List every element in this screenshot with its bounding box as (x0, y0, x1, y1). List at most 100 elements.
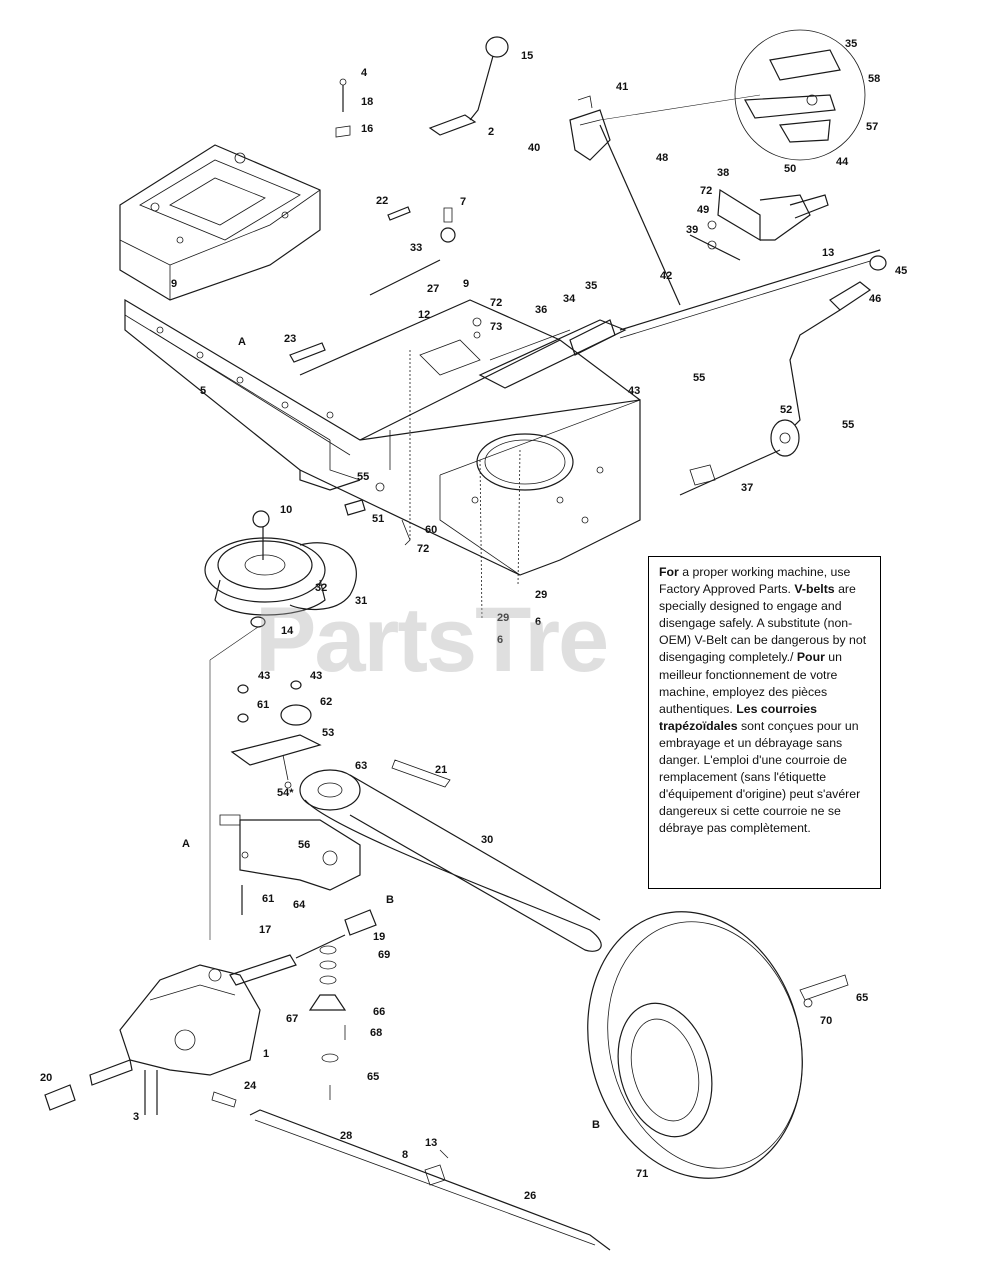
pedal-assembly (619, 188, 881, 339)
callout-34: 34 (563, 293, 576, 305)
notice-en-1: a proper working machine, use Factory Ap… (659, 565, 851, 597)
callout-6b: 6 (497, 634, 503, 646)
callout-32: 32 (315, 582, 327, 594)
callout-58: 58 (868, 73, 880, 85)
callout-37: 37 (741, 482, 753, 494)
callout-33: 33 (410, 242, 422, 254)
callout-66: 66 (373, 1006, 385, 1018)
callout-67: 67 (286, 1013, 298, 1025)
pedal-lever (679, 419, 800, 496)
callout-2: 2 (488, 126, 494, 138)
callout-48: 48 (656, 152, 668, 164)
callout-62: 62 (320, 696, 332, 708)
callout-68: 68 (370, 1027, 382, 1039)
rear-wheel (587, 911, 849, 1179)
callout-18: 18 (361, 96, 373, 108)
callout-13b: 13 (425, 1137, 437, 1149)
idler-group (230, 680, 322, 789)
callout-19: 19 (373, 931, 385, 943)
callout-72b: 72 (490, 297, 502, 309)
callout-3: 3 (133, 1111, 139, 1123)
shift-rods (249, 1109, 611, 1251)
rod-29a (479, 459, 483, 621)
notice-fr-2: sont conçues pour un embrayage et un déb… (659, 718, 861, 836)
callout-43c: 43 (310, 670, 322, 682)
callout-64: 64 (293, 899, 306, 911)
callout-61a: 61 (257, 699, 269, 711)
callout-55c: 55 (357, 471, 369, 483)
callout-60: 60 (425, 524, 437, 536)
callout-28: 28 (340, 1130, 352, 1142)
rod-48 (599, 124, 681, 306)
callout-45: 45 (895, 265, 907, 277)
callout-20: 20 (40, 1072, 52, 1084)
callout-27: 27 (427, 283, 439, 295)
notice-en-bold-2: V-belts (794, 582, 835, 597)
callout-24: 24 (244, 1080, 257, 1092)
notice-en-bold-1: For (659, 565, 679, 579)
callout-70: 70 (820, 1015, 832, 1027)
callout-9b: 9 (463, 278, 469, 290)
brake-bracket (569, 94, 761, 161)
pulley-group (204, 510, 357, 940)
callout-44: 44 (836, 156, 849, 168)
bracket-64 (219, 814, 361, 915)
callouts: 15 4 18 16 2 41 40 35 58 57 44 48 38 50 … (40, 38, 907, 1202)
callout-23: 23 (284, 333, 296, 345)
callout-71: 71 (636, 1168, 648, 1180)
callout-65a: 65 (367, 1071, 379, 1083)
drive-belt (299, 759, 602, 952)
callout-17: 17 (259, 924, 271, 936)
callout-30: 30 (481, 834, 493, 846)
callout-42: 42 (660, 270, 672, 282)
callout-72c: 72 (417, 543, 429, 555)
callout-69: 69 (378, 949, 390, 961)
callout-7: 7 (460, 196, 466, 208)
callout-9a: 9 (171, 278, 177, 290)
shift-lever (428, 36, 509, 136)
callout-16: 16 (361, 123, 373, 135)
notice-fr-bold-1: Pour (796, 650, 825, 665)
callout-13a: 13 (822, 247, 834, 259)
notice-fr-bold-2: Les courroies trapézoïdales (659, 701, 817, 733)
callout-65b: 65 (856, 992, 868, 1004)
callout-55b: 55 (842, 419, 854, 431)
callout-57: 57 (866, 121, 878, 133)
callout-43b: 43 (258, 670, 270, 682)
callout-5: 5 (200, 385, 206, 397)
belt-safety-notice: For a proper working machine, use Factor… (648, 556, 881, 889)
callout-21: 21 (435, 764, 447, 776)
callout-26: 26 (524, 1190, 536, 1202)
callout-51: 51 (372, 513, 384, 525)
rod-29b (517, 449, 521, 586)
axle-left-parts (44, 1070, 237, 1115)
pins-51-55 (344, 482, 411, 546)
callout-35b: 35 (585, 280, 597, 292)
callout-29b: 29 (497, 612, 509, 624)
callout-A2: A (182, 838, 190, 850)
notice-en-2: are specially designed to engage and dis… (659, 582, 867, 665)
callout-8: 8 (402, 1149, 408, 1161)
callout-35a: 35 (845, 38, 857, 50)
transaxle (89, 934, 346, 1086)
callout-55a: 55 (693, 372, 705, 384)
callout-63: 63 (355, 760, 367, 772)
callout-4: 4 (361, 67, 368, 79)
callout-56: 56 (298, 839, 310, 851)
axle-parts (308, 909, 377, 1100)
callout-6a: 6 (535, 616, 541, 628)
bolt-stack-4-18-16 (335, 78, 351, 138)
callout-50: 50 (784, 163, 796, 175)
callout-12: 12 (418, 309, 430, 321)
callout-41: 41 (616, 81, 628, 93)
detail-inset (734, 29, 866, 161)
callout-49: 49 (697, 204, 709, 216)
callout-54: 54* (277, 787, 294, 799)
callout-29a: 29 (535, 589, 547, 601)
callout-39: 39 (686, 224, 698, 236)
chassis-frame (119, 144, 641, 576)
callout-36: 36 (535, 304, 547, 316)
callout-38: 38 (717, 167, 729, 179)
pedal-grip (789, 255, 887, 431)
